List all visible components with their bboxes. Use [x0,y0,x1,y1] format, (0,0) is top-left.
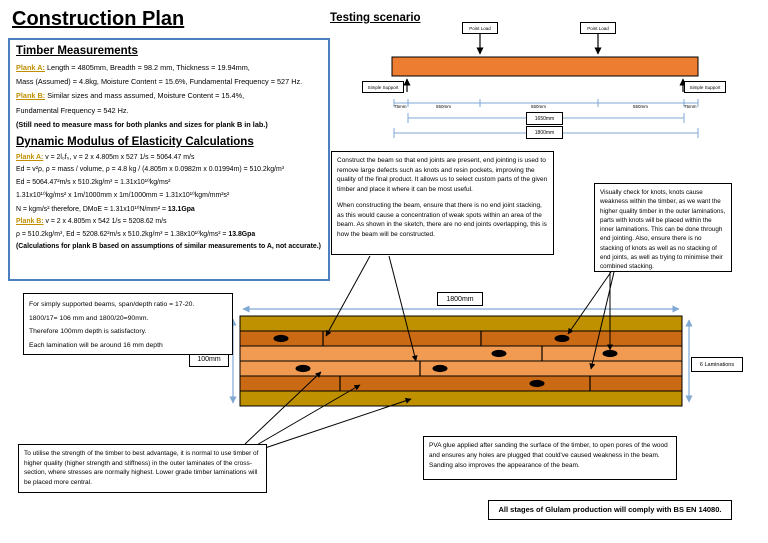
knot-arrow [589,271,615,370]
lamination-row [239,360,683,377]
knot [273,334,289,343]
plank-a-dmoe-result: 13.1Gpa [167,205,195,213]
knot [529,379,545,388]
plank-a-label: Plank A: [16,153,44,161]
lamination-row [239,345,683,362]
frequency-line: Fundamental Frequency = 542 Hz. [16,105,129,115]
plank-a-measurements: Plank A: Length = 4805mm, Breadth = 98.2… [16,63,322,72]
laminations-count-tag: 6 Laminations [691,357,743,372]
span-dimension-tag: 1650mm [526,112,563,125]
knot [602,349,618,358]
pva-glue-note: PVA glue applied after sanding the surfa… [423,436,677,480]
plank-b-label: Plank B: [16,217,44,225]
calc-a1-text: v = 2l₀f₀, v = 2 x 4.805m x 527 1/s = 50… [43,153,195,161]
lamination-row [239,315,683,332]
laminated-beam-sketch [239,315,683,407]
span-depth-line: For simply supported beams, span/depth r… [29,301,195,308]
calculation-note: (Calculations for plank B based on assum… [16,243,321,251]
lamination-row [239,375,683,392]
calc-a3: Ed = 5064.47²m/s x 510.2kg/m³ = 1.31x10¹… [16,179,171,187]
dimension-segment-label: 75mm [394,104,407,109]
end-jointing-note: Construct the beam so that end joints ar… [331,151,554,255]
calc-a2: Ed = v²ρ, ρ = mass / volume, ρ = 4.8 kg … [16,165,284,173]
knot [295,364,311,373]
span-depth-line: Therefore 100mm depth is satisfactory. [29,328,147,335]
simple-support-tag: Simple Support [684,81,726,93]
beam-dimension-arrows [208,303,693,404]
compliance-note: All stages of Glulam production will com… [488,500,732,520]
measurement-note: (Still need to measure mass for both pla… [16,119,268,129]
calc-a1: Plank A: v = 2l₀f₀, v = 2 x 4.805m x 527… [16,154,322,161]
calc-b2: ρ = 510.2kg/m³, Ed = 5208.62²m/s x 510.2… [16,230,322,238]
calc-b1: Plank B: v = 2 x 4.805m x 542 1/s = 5208… [16,218,322,225]
end-jointing-paragraph-2: When constructing the beam, ensure that … [337,202,547,238]
lamination-arrow [264,397,412,449]
point-load-tag: Point Load [580,22,616,34]
end-joint-arrow [325,255,371,337]
calc-b1-text: v = 2 x 4.805m x 542 1/s = 5208.62 m/s [43,217,167,225]
knot [432,364,448,373]
leader-lines [244,255,615,449]
lamination-arrow [244,371,322,445]
lamination-row [239,390,683,407]
total-dimension-tag: 1800mm [526,126,563,139]
calc-a4: 1.31x10¹⁰kg/ms² x 1m/1000mm x 1m/1000mm … [16,192,230,200]
page-title: Construction Plan [12,8,185,30]
end-joint-arrow [388,255,418,362]
testing-scenario-heading: Testing scenario [330,12,421,24]
plank-b-dmoe-result: 13.8Gpa [228,230,256,238]
beam-length-tag: 1800mm [437,292,483,306]
plank-a-label: Plank A: [16,63,45,72]
timber-measurements-heading: Timber Measurements [16,45,138,57]
lamination-arrow [254,384,361,447]
simple-support-tag: Simple Support [362,81,404,93]
dimension-segment-label: 550mm [531,104,547,109]
plank-a-text: Length = 4805mm, Breadth = 98.2 mm, Thic… [44,63,250,72]
plank-b-measurements: Plank B: Similar sizes and mass assumed,… [16,91,322,100]
calc-a5-text: N = kgm/s² therefore, DMoE = 1.31x10¹⁰N/… [16,205,168,213]
plank-b-text: Similar sizes and mass assumed, Moisture… [45,91,245,101]
knot [554,334,570,343]
knots-check-note: Visually check for knots, knots cause we… [594,183,732,272]
span-depth-line: 1800/17= 106 mm and 1800/20=90mm. [29,314,149,322]
test-beam [391,56,699,77]
lamination-row [239,330,683,347]
mass-line: Mass (Assumed) = 4.8kg, Moisture Content… [16,77,303,87]
calc-b2-text: ρ = 510.2kg/m³, Ed = 5208.62²m/s x 510.2… [16,230,229,238]
dimension-segment-label: 550mm [633,104,649,109]
timber-measurements-box: Timber Measurements Plank A: Length = 48… [8,38,330,281]
span-depth-note: For simply supported beams, span/depth r… [23,293,233,355]
plank-b-label: Plank B: [16,91,46,101]
dmoe-heading: Dynamic Modulus of Elasticity Calculatio… [16,135,254,148]
dimension-segment-label: 75mm [684,104,697,109]
knot [491,349,507,358]
dimension-segment-label: 550mm [436,104,452,109]
point-load-tag: Point Load [462,22,498,34]
timber-grading-note: To utilise the strength of the timber to… [18,444,267,493]
end-jointing-paragraph-1: Construct the beam so that end joints ar… [337,157,548,193]
span-depth-line: Each lamination will be around 16 mm dep… [29,341,163,349]
calc-a5: N = kgm/s² therefore, DMoE = 1.31x10¹⁰N/… [16,205,322,213]
knot-arrow [567,271,612,335]
